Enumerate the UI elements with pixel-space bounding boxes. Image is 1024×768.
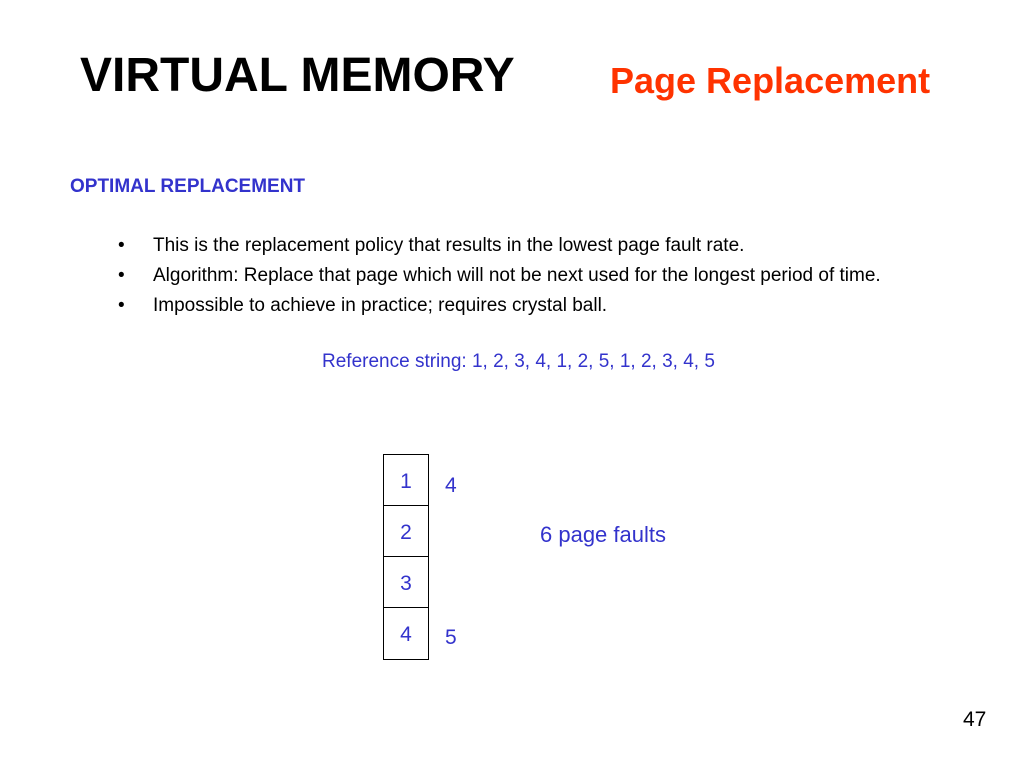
page-faults-label: 6 page faults: [540, 522, 666, 547]
frame-value: 2: [400, 521, 412, 544]
frame-value: 4: [400, 623, 412, 646]
bullet-mark: •: [118, 295, 125, 316]
frame-value: 3: [400, 572, 412, 595]
slide-subtitle: Page Replacement: [610, 60, 931, 101]
bullet-text: Algorithm: Replace that page which will …: [153, 265, 881, 286]
reference-string: Reference string: 1, 2, 3, 4, 1, 2, 5, 1…: [322, 351, 715, 372]
frame-cell: 4: [384, 608, 428, 659]
bullet-item: • Impossible to achieve in practice; req…: [118, 294, 998, 318]
bullet-mark: •: [118, 235, 125, 256]
bullet-item: • Algorithm: Replace that page which wil…: [118, 264, 998, 288]
bullet-list: • This is the replacement policy that re…: [118, 234, 998, 324]
frame-cell: 3: [384, 557, 428, 608]
frame-table: 1 2 3 4: [383, 454, 429, 660]
bullet-text: This is the replacement policy that resu…: [153, 235, 745, 256]
frame-cell: 1: [384, 455, 428, 506]
frame-value: 1: [400, 470, 412, 493]
bullet-item: • This is the replacement policy that re…: [118, 234, 998, 258]
bullet-text: Impossible to achieve in practice; requi…: [153, 295, 608, 316]
replacement-value-bottom: 5: [445, 626, 457, 649]
frame-cell: 2: [384, 506, 428, 557]
section-heading: OPTIMAL REPLACEMENT: [70, 176, 306, 197]
bullet-mark: •: [118, 265, 125, 286]
page-number: 47: [963, 708, 987, 731]
slide-title: VIRTUAL MEMORY: [80, 49, 515, 102]
replacement-value-top: 4: [445, 474, 457, 497]
